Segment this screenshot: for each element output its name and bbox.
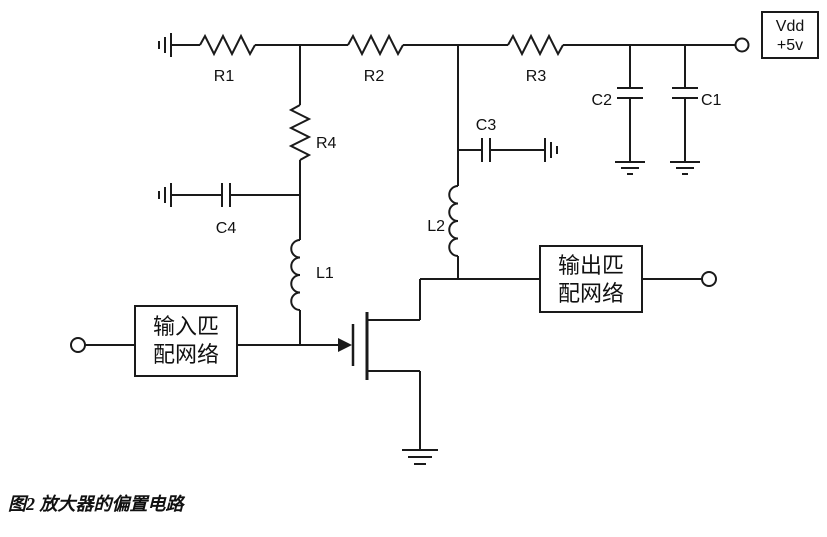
input-matching-network-line2: 配网络 bbox=[153, 343, 219, 368]
input-terminal bbox=[70, 337, 86, 353]
capacitor-c2 bbox=[617, 87, 643, 99]
label-c4: C4 bbox=[216, 220, 237, 237]
ground-symbol-c3 bbox=[544, 138, 558, 162]
gate-arrow-icon bbox=[338, 338, 352, 352]
output-matching-network-line2: 配网络 bbox=[558, 282, 624, 307]
capacitor-c1 bbox=[672, 87, 698, 99]
label-c1: C1 bbox=[701, 92, 722, 109]
resistor-r4 bbox=[288, 104, 312, 161]
vdd-terminal bbox=[734, 37, 750, 53]
label-r4: R4 bbox=[316, 135, 337, 152]
ground-symbol-c1 bbox=[670, 161, 700, 175]
label-c3: C3 bbox=[476, 117, 497, 134]
output-terminal bbox=[701, 271, 717, 287]
figure-caption: 图2 放大器的偏置电路 bbox=[8, 494, 185, 514]
wires bbox=[85, 44, 735, 346]
inductor-l2 bbox=[448, 185, 459, 257]
resistor-r2 bbox=[347, 33, 404, 57]
label-l1: L1 bbox=[316, 265, 334, 282]
output-matching-network-line1: 输出匹 bbox=[558, 254, 624, 279]
fet-transistor bbox=[338, 279, 421, 450]
output-matching-network-box bbox=[539, 245, 643, 313]
ground-symbol-c4 bbox=[158, 183, 172, 207]
ground-symbol-c2 bbox=[615, 161, 645, 175]
vdd-label-box bbox=[761, 11, 819, 59]
ground-symbol-top-left bbox=[158, 33, 172, 57]
inductor-l1 bbox=[290, 239, 301, 311]
input-matching-network-line1: 输入匹 bbox=[153, 315, 219, 340]
label-l2: L2 bbox=[427, 218, 445, 235]
capacitor-c4 bbox=[221, 183, 231, 207]
input-matching-network-box bbox=[134, 305, 238, 377]
label-c2: C2 bbox=[592, 92, 613, 109]
capacitor-c3 bbox=[481, 138, 491, 162]
label-r2: R2 bbox=[364, 68, 385, 85]
ground-symbol-source bbox=[402, 449, 438, 465]
vdd-label-line1: Vdd bbox=[776, 18, 804, 35]
resistor-r3 bbox=[507, 33, 564, 57]
vdd-label-line2: +5v bbox=[777, 37, 803, 54]
label-r3: R3 bbox=[526, 68, 547, 85]
label-r1: R1 bbox=[214, 68, 235, 85]
resistor-r1 bbox=[199, 33, 256, 57]
